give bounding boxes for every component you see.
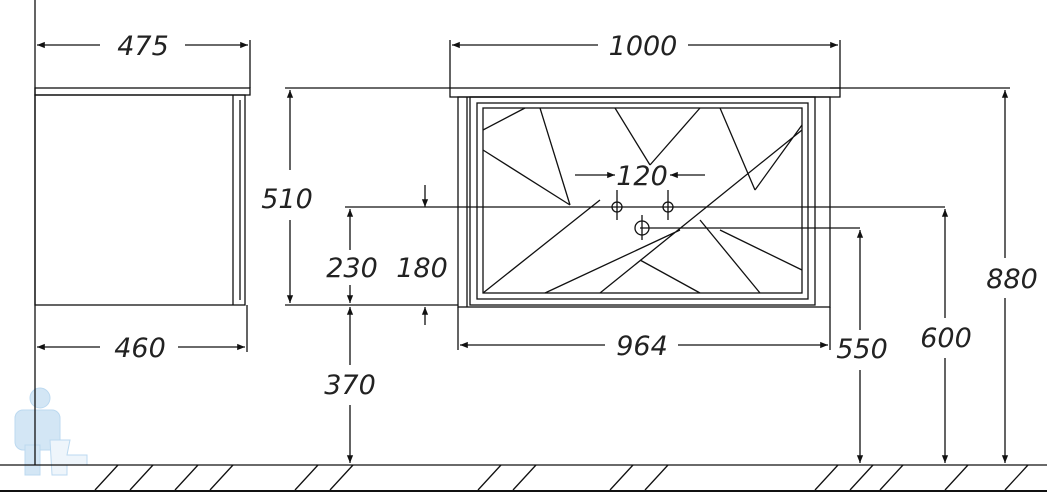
dim-total-height: 880 <box>986 264 1038 295</box>
dim-side-top-depth: 475 <box>117 31 169 62</box>
dim-tap-height: 600 <box>920 323 972 354</box>
dim-wall-gap: 370 <box>324 370 376 401</box>
front-view <box>449 40 841 350</box>
dim-front-body-width: 964 <box>616 331 668 362</box>
height-dimensions <box>285 87 1010 464</box>
dim-tap-offset: 180 <box>396 253 448 284</box>
plumber-logo-icon <box>14 387 88 476</box>
dim-body-height: 510 <box>261 184 313 215</box>
floor-hatch <box>0 464 1047 492</box>
dim-front-top-width: 1000 <box>609 31 678 62</box>
dim-tap-spacing: 120 <box>616 161 668 192</box>
dim-drain-height: 550 <box>836 334 888 365</box>
side-view <box>34 0 251 465</box>
dim-side-body-depth: 460 <box>114 333 166 364</box>
dim-siphon-height: 230 <box>326 253 378 284</box>
